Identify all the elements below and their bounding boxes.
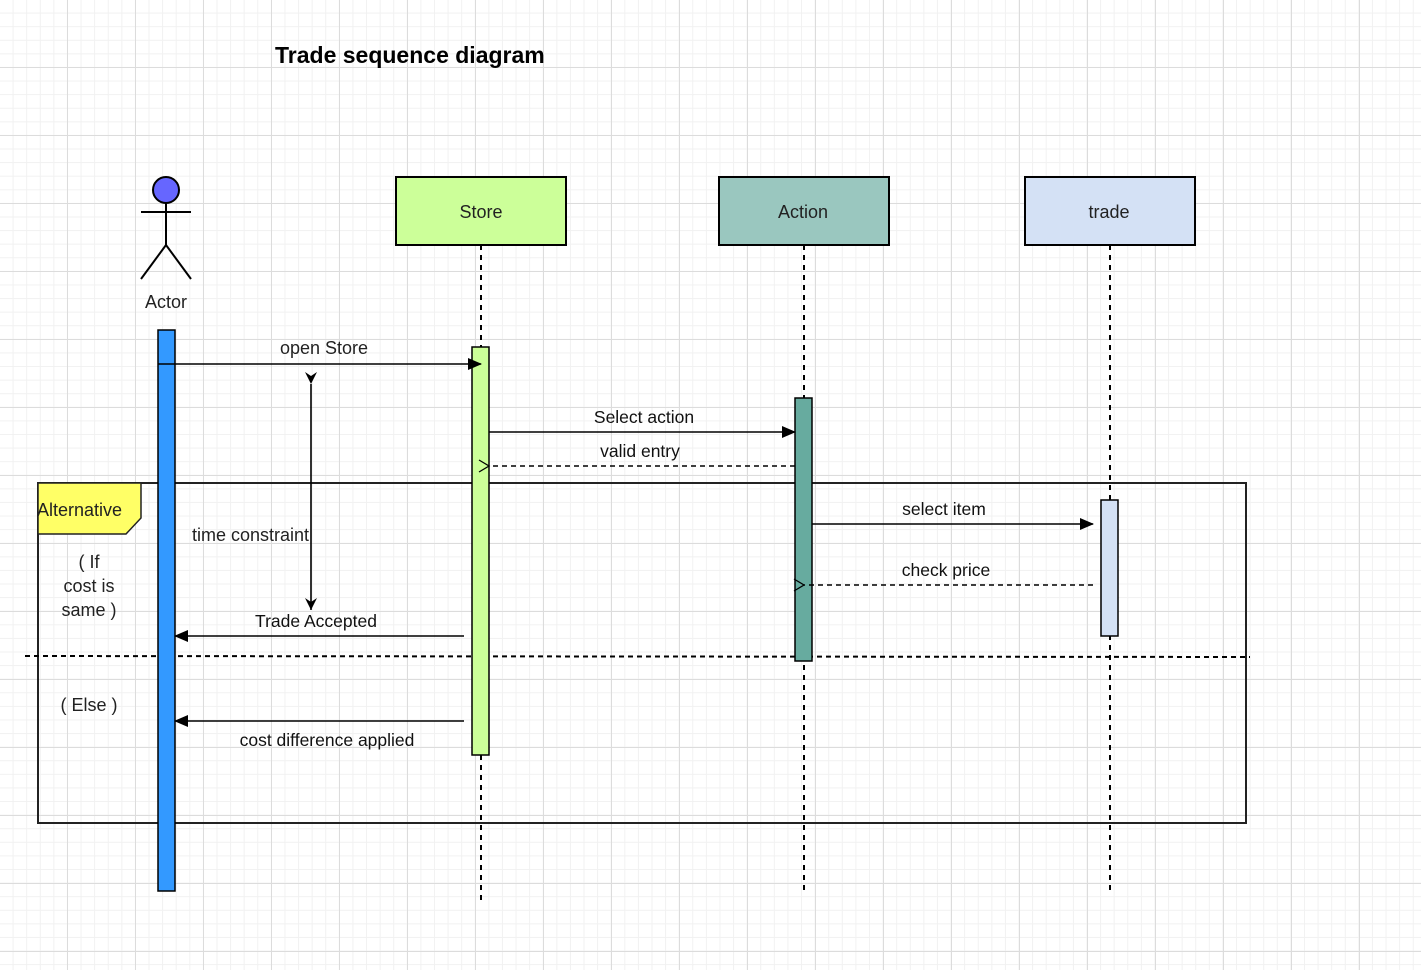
actor-activation-bar[interactable] [157,329,176,892]
open-store-label: open Store [280,338,368,358]
guard-if-line-3: same ) [61,600,116,620]
action-lifeline-label: Action [778,202,828,222]
store-lifeline-head[interactable] [395,176,567,246]
trade-lifeline-label: trade [1088,202,1129,222]
store-activation-bar[interactable] [471,346,490,756]
fragment-divider [24,655,1251,658]
trade-activation-bar[interactable] [1100,499,1119,637]
cost-difference-label: cost difference applied [240,730,415,750]
trade-lifeline-head[interactable] [1024,176,1196,246]
guard-else: ( Else ) [60,695,117,715]
action-activation-bar[interactable] [794,397,813,662]
actor-left-leg [140,244,167,280]
select-action-label: Select action [594,407,694,427]
valid-entry-label: valid entry [600,441,680,461]
fragment-label: Alternative [37,500,122,520]
actor-label: Actor [145,292,187,312]
trade-accepted-label: Trade Accepted [255,611,377,631]
diagram-title: Trade sequence diagram [275,42,545,68]
select-item-label: select item [902,499,986,519]
time-constraint-label: time constraint [192,525,309,545]
check-price-label: check price [902,560,991,580]
actor-right-leg [165,244,192,280]
guard-if-line-1: ( If [79,552,101,572]
alternative-fragment[interactable] [37,482,1247,824]
guard-if-line-2: cost is [63,576,114,596]
actor-figure[interactable] [140,176,192,280]
store-lifeline-label: Store [459,202,502,222]
action-lifeline-head[interactable] [718,176,890,246]
fragment-label-tab [37,482,142,535]
actor-head [152,176,180,204]
